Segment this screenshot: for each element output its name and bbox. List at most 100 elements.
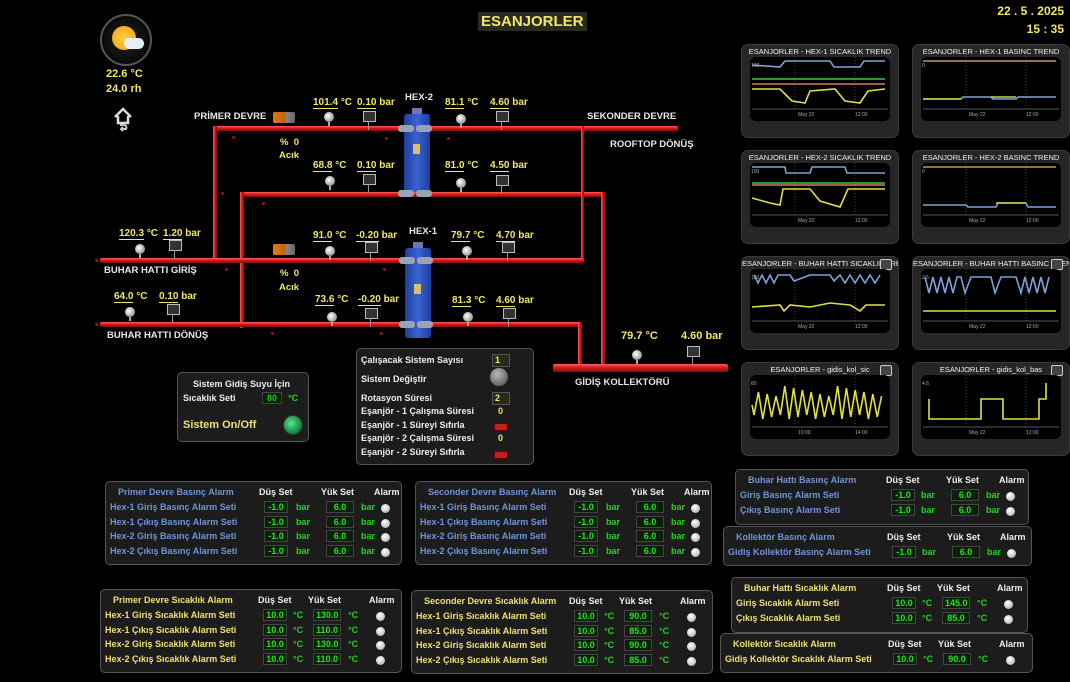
system-onoff-button[interactable]	[283, 415, 303, 435]
alarm-panel-title: Buhar Hattı Sıcaklık Alarm	[744, 583, 857, 593]
temperature-gauge-icon	[456, 178, 466, 192]
high-set-input[interactable]: 85.0	[624, 624, 652, 637]
low-set-input[interactable]: 10.0	[263, 623, 287, 636]
low-set-input[interactable]: 10.0	[263, 609, 287, 621]
high-set-input[interactable]: 90.0	[624, 610, 652, 622]
low-set-input[interactable]: 10.0	[893, 653, 917, 665]
low-set-input[interactable]: 10.0	[574, 610, 598, 622]
hex2-primer-out-temp: 68.8 °C	[313, 160, 347, 172]
unit-label: °C	[922, 598, 933, 608]
low-set-input[interactable]: 10.0	[263, 652, 287, 665]
hex1-port	[417, 321, 433, 328]
hex1-reset-button[interactable]	[494, 423, 508, 431]
low-set-input[interactable]: 10.0	[574, 653, 598, 666]
low-set-input[interactable]: 10.0	[263, 638, 287, 650]
pressure-transmitter-icon	[167, 304, 180, 323]
y-tick-label: 80	[751, 381, 757, 387]
high-set-input[interactable]: 110.0	[313, 623, 341, 636]
low-set-input[interactable]: -1.0	[264, 544, 288, 557]
high-set-input[interactable]: 90.0	[943, 653, 971, 665]
trend-series-line	[751, 385, 883, 420]
high-set-input[interactable]: 130.0	[313, 638, 341, 650]
high-set-input[interactable]: 130.0	[313, 609, 341, 621]
system-onoff-label: Sistem On/Off	[183, 419, 257, 431]
rotation-duration-input[interactable]: 2	[492, 392, 510, 405]
low-set-input[interactable]: -1.0	[574, 501, 598, 513]
high-set-input[interactable]: 110.0	[313, 652, 341, 665]
low-set-input[interactable]: 10.0	[892, 611, 916, 624]
high-set-input[interactable]: 85.0	[942, 611, 970, 624]
rotation-row-label: Eşanjör - 1 Süreyi Sıfırla	[361, 420, 465, 430]
alarm-row-label: Çıkış Sıcaklık Alarm Seti	[736, 612, 841, 623]
pressure-transmitter-icon	[363, 111, 376, 130]
primer-vertical-pipe	[213, 126, 217, 262]
high-set-input[interactable]: 6.0	[952, 546, 980, 558]
alarm-indicator-lamp	[1004, 614, 1013, 624]
trend-title: ESANJORLER - BUHAR HATTI SICAKLIK TREND	[742, 259, 898, 268]
low-set-input[interactable]: -1.0	[264, 530, 288, 542]
hex2-port	[398, 190, 414, 197]
primer-devre-label: PRİMER DEVRE	[194, 111, 267, 122]
unit-label: °C	[604, 654, 615, 665]
x-tick-label: 12:00	[1026, 218, 1039, 224]
low-set-input[interactable]: -1.0	[574, 544, 598, 557]
flow-marker	[95, 323, 98, 326]
primer-supply-pipe	[213, 126, 678, 131]
high-set-input[interactable]: 90.0	[624, 639, 652, 651]
y-tick-label: 100	[751, 169, 760, 175]
hex2-reset-button[interactable]	[494, 451, 508, 459]
high-set-input[interactable]: 6.0	[636, 501, 664, 513]
low-set-input[interactable]: -1.0	[574, 530, 598, 542]
high-set-input[interactable]: 145.0	[942, 597, 970, 609]
unit-label: °C	[293, 639, 304, 649]
low-set-input[interactable]: 10.0	[892, 597, 916, 609]
low-set-input[interactable]: -1.0	[891, 503, 915, 516]
low-set-input[interactable]: 10.0	[574, 639, 598, 651]
high-set-input[interactable]: 6.0	[636, 544, 664, 557]
high-set-input[interactable]: 6.0	[326, 501, 354, 513]
high-set-input[interactable]: 85.0	[624, 653, 652, 666]
system-change-button[interactable]	[490, 368, 508, 386]
high-set-input[interactable]: 6.0	[951, 489, 979, 501]
high-set-input[interactable]: 6.0	[326, 530, 354, 542]
high-set-input[interactable]: 6.0	[636, 515, 664, 528]
setpoint-input[interactable]: 80	[262, 392, 282, 404]
hex1-control-valve[interactable]	[273, 244, 295, 255]
home-back-icon[interactable]	[112, 106, 134, 132]
hex2-control-valve[interactable]	[273, 112, 295, 123]
low-set-input[interactable]: -1.0	[891, 489, 915, 501]
high-set-input[interactable]: 6.0	[636, 530, 664, 542]
temperature-gauge-icon	[135, 244, 145, 258]
low-set-input[interactable]: 10.0	[574, 624, 598, 637]
high-set-input[interactable]: 6.0	[326, 515, 354, 528]
buhar-giris-temp: 120.3 °C	[119, 228, 159, 240]
low-set-input[interactable]: -1.0	[264, 501, 288, 513]
low-set-input[interactable]: -1.0	[264, 515, 288, 528]
low-set-input[interactable]: -1.0	[574, 515, 598, 528]
unit-label: bar	[606, 516, 621, 527]
high-set-input[interactable]: 6.0	[951, 503, 979, 516]
system-count-input[interactable]: 1	[492, 354, 510, 367]
hex1-primer-in-temp: 91.0 °C	[313, 230, 347, 242]
hex2-primer-out-press: 0.10 bar	[357, 160, 395, 172]
pressure-transmitter-icon	[496, 111, 509, 130]
hex2-label: HEX-2	[405, 92, 433, 103]
setpoint-unit: °C	[288, 393, 299, 403]
y-tick-label: 0	[922, 63, 925, 69]
low-set-input[interactable]: -1.0	[892, 546, 916, 558]
high-set-input[interactable]: 6.0	[326, 544, 354, 557]
flow-marker	[383, 268, 386, 271]
